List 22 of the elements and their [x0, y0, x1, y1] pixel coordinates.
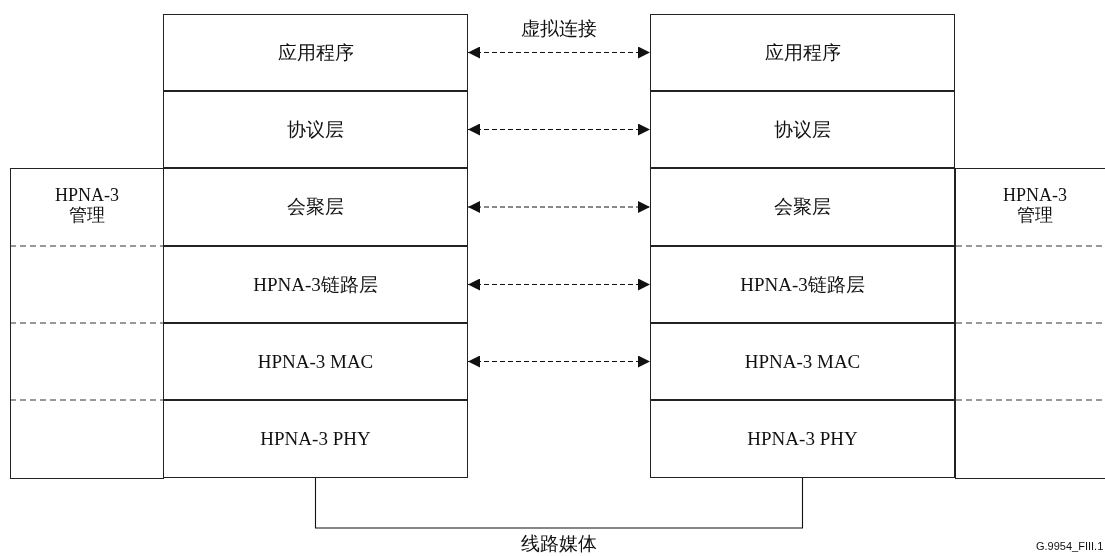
edge-label: 线路媒体 — [518, 531, 600, 556]
arrow — [467, 46, 651, 59]
layer-box: 协议层 — [650, 91, 955, 168]
layer-box: HPNA-3 PHY — [650, 400, 955, 478]
layer-box: HPNA-3 MAC — [163, 323, 468, 400]
layer-box: 应用程序 — [163, 14, 468, 91]
figure-id: G.9954_FIII.1 — [1036, 540, 1104, 552]
arrow — [467, 201, 651, 213]
layer-box: HPNA-3链路层 — [650, 246, 955, 323]
layer-box: HPNA-3链路层 — [163, 246, 468, 323]
arrow — [467, 355, 651, 368]
arrow — [467, 123, 651, 136]
layer-box: HPNA-3 PHY — [163, 400, 468, 478]
layer-box: 会聚层 — [163, 168, 468, 246]
layer-box: 会聚层 — [650, 168, 955, 246]
connector-line — [314, 477, 804, 529]
management-box: HPNA-3 管理 — [955, 168, 1105, 479]
layer-box: 协议层 — [163, 91, 468, 168]
management-box: HPNA-3 管理 — [10, 168, 164, 479]
arrow — [467, 278, 651, 291]
layer-box: 应用程序 — [650, 14, 955, 91]
layer-box: HPNA-3 MAC — [650, 323, 955, 400]
